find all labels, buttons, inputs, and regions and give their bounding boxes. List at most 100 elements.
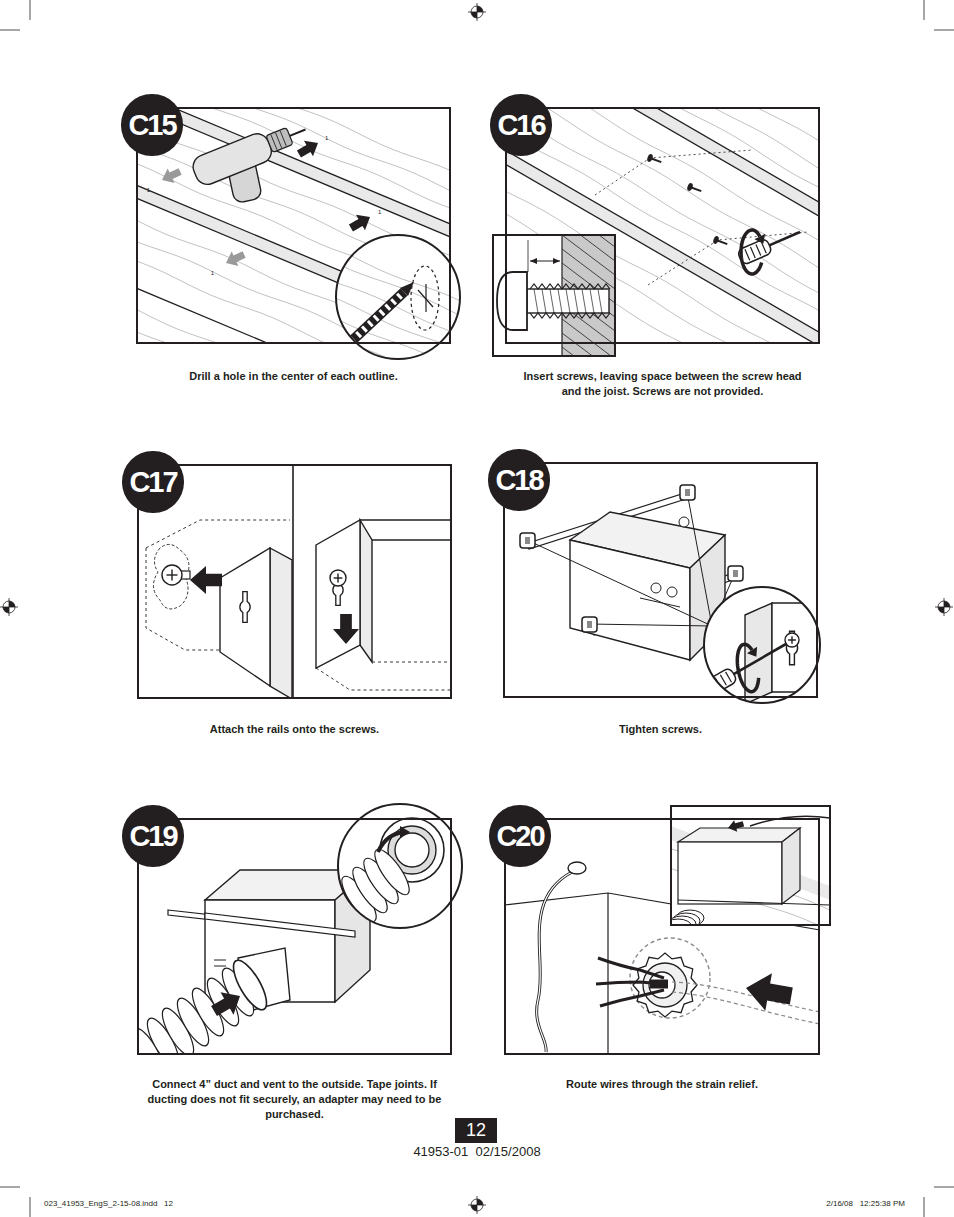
- step-number: C16: [497, 109, 544, 142]
- magnifier-callout-g-g-rect: [702, 667, 738, 697]
- rail-attach-scene-polyline: [146, 520, 290, 548]
- duct-scene-line: [214, 960, 226, 961]
- caption-holder: Drill a hole in the center of each outli…: [144, 369, 444, 384]
- joist-drill-scene-polygon: [346, 209, 374, 236]
- joist-drill-scene-path: [136, 107, 451, 213]
- magnifier-callout-g-g-line: [710, 681, 716, 691]
- print-marks-line: [9, 598, 10, 616]
- drill-line: [290, 129, 306, 135]
- rail-attach-scene-line: [337, 574, 338, 583]
- screw-scene-path: [505, 203, 820, 344]
- rail-attach-scene-polygon: [270, 548, 292, 699]
- housing-inset-g: [671, 816, 830, 925]
- joist-drill-scene-line: [136, 107, 451, 246]
- screw-scene-line: [505, 107, 820, 214]
- duct-scene: [137, 818, 452, 1055]
- magnifier-callout-g-path: [318, 6, 474, 44]
- step-badge: C15: [121, 94, 182, 155]
- step-panel: Connect 4” duct and vent to the outside.…: [137, 818, 452, 1055]
- step-caption: Attach the rails onto the screws.: [145, 722, 445, 737]
- magnifier-callout-g-path: [316, 253, 472, 321]
- joist-drill-scene-polygon: [294, 135, 322, 162]
- step-panel: Tighten screws.C18: [503, 462, 818, 698]
- rail-attach-scene-polyline: [372, 539, 452, 540]
- print-slug: 023_41953_EngS_2-15-08.indd 12: [44, 1200, 173, 1209]
- housing-inset: [651, 806, 843, 937]
- magnifier-callout-g-path: [318, 28, 474, 65]
- print-marks-path: [944, 601, 950, 607]
- print-marks-line: [30, 0, 31, 20]
- housing-tighten-scene-rect: [728, 566, 743, 581]
- step-panel: Route wires through the strain relief.C2…: [504, 818, 820, 1055]
- drill-line: [280, 131, 286, 146]
- magnifier-callout-g-ellipse: [369, 845, 415, 900]
- rail-attach-scene-line: [372, 662, 452, 663]
- duct-scene-rect: [137, 818, 452, 1055]
- screw-scene-line: [505, 107, 820, 228]
- callout-number: 1: [378, 209, 381, 216]
- magnifier-callout-g-path: [316, 291, 472, 356]
- magnifier-callout-g-path: [318, 55, 474, 97]
- joist-drill-scene-polygon: [136, 107, 451, 246]
- joist-drill-scene-line: [136, 107, 451, 233]
- strain-relief-scene-ellipse: [568, 862, 586, 874]
- housing-tighten-scene-line: [640, 598, 680, 607]
- screw-scene-g-line: [745, 249, 750, 260]
- rail-attach-scene-polygon: [220, 548, 270, 686]
- screw-gap-inset-g-line: [562, 319, 615, 356]
- magnifier-callout-circle: [336, 235, 460, 359]
- print-marks-line: [934, 30, 954, 31]
- magnifier-callout-circle: [338, 804, 462, 928]
- magnifier-callout-circle: [336, 235, 460, 359]
- callout-number: 1: [325, 135, 328, 142]
- callout-number: 1: [147, 187, 150, 194]
- rail-attach-scene: [137, 464, 452, 699]
- housing-tighten-scene-line: [527, 540, 712, 626]
- joist-drill-scene-polygon: [223, 247, 248, 270]
- screw-scene-g: [646, 153, 662, 165]
- print-marks-path: [9, 601, 15, 607]
- step-caption: Route wires through the strain relief.: [512, 1077, 812, 1092]
- housing-inset-rect: [671, 806, 830, 925]
- screw-gap-inset-g-line: [558, 289, 562, 313]
- magnifier-callout-circle: [704, 587, 820, 703]
- screw-gap-inset-g-line: [528, 240, 529, 272]
- page-number: 12: [466, 1120, 486, 1141]
- strain-relief-scene-path: [537, 872, 572, 1052]
- screw-gap-inset-g-line: [590, 289, 594, 313]
- screw-gap-inset-g: [497, 235, 615, 356]
- screw-scene-path: [505, 227, 820, 344]
- screw-gap-inset-g-line: [574, 289, 578, 313]
- screw-gap-inset-g-line: [550, 289, 554, 313]
- strain-relief-scene-polygon: [743, 969, 795, 1014]
- screw-scene: [505, 107, 820, 344]
- print-marks-line: [944, 598, 945, 616]
- magnifier-callout-g: [702, 603, 830, 704]
- rail-attach-scene-polygon: [333, 614, 359, 644]
- magnifier-callout-g-g: [702, 637, 790, 697]
- screw-gap-inset-g-line: [534, 289, 538, 313]
- strain-relief-scene: [504, 818, 820, 1055]
- caption-holder: Route wires through the strain relief.: [512, 1077, 812, 1092]
- magnifier-callout: [702, 587, 830, 704]
- screw-scene-g-line: [750, 247, 755, 258]
- screw-gap-inset-g-line: [562, 347, 615, 356]
- print-marks-line: [934, 1187, 954, 1188]
- joist-drill-scene-path: [136, 107, 451, 197]
- rail-attach-scene-polygon: [316, 520, 360, 668]
- housing-tighten-scene-circle: [667, 587, 677, 597]
- housing-tighten-scene-circle: [679, 517, 689, 527]
- screw-gap-inset-g-line: [562, 235, 615, 261]
- callout-number: 1: [211, 270, 214, 277]
- strain-relief-scene-path: [600, 990, 664, 1006]
- drill-line: [271, 135, 277, 150]
- print-marks-line: [0, 30, 20, 31]
- step-badge: C17: [122, 451, 183, 512]
- housing-tighten-scene-rect: [685, 489, 690, 496]
- screw-gap-inset-g-line: [598, 289, 602, 313]
- caption-holder: Insert screws, leaving space between the…: [513, 369, 813, 399]
- screw-gap-inset-g-line: [542, 289, 546, 313]
- rail-attach-scene-path: [240, 592, 250, 623]
